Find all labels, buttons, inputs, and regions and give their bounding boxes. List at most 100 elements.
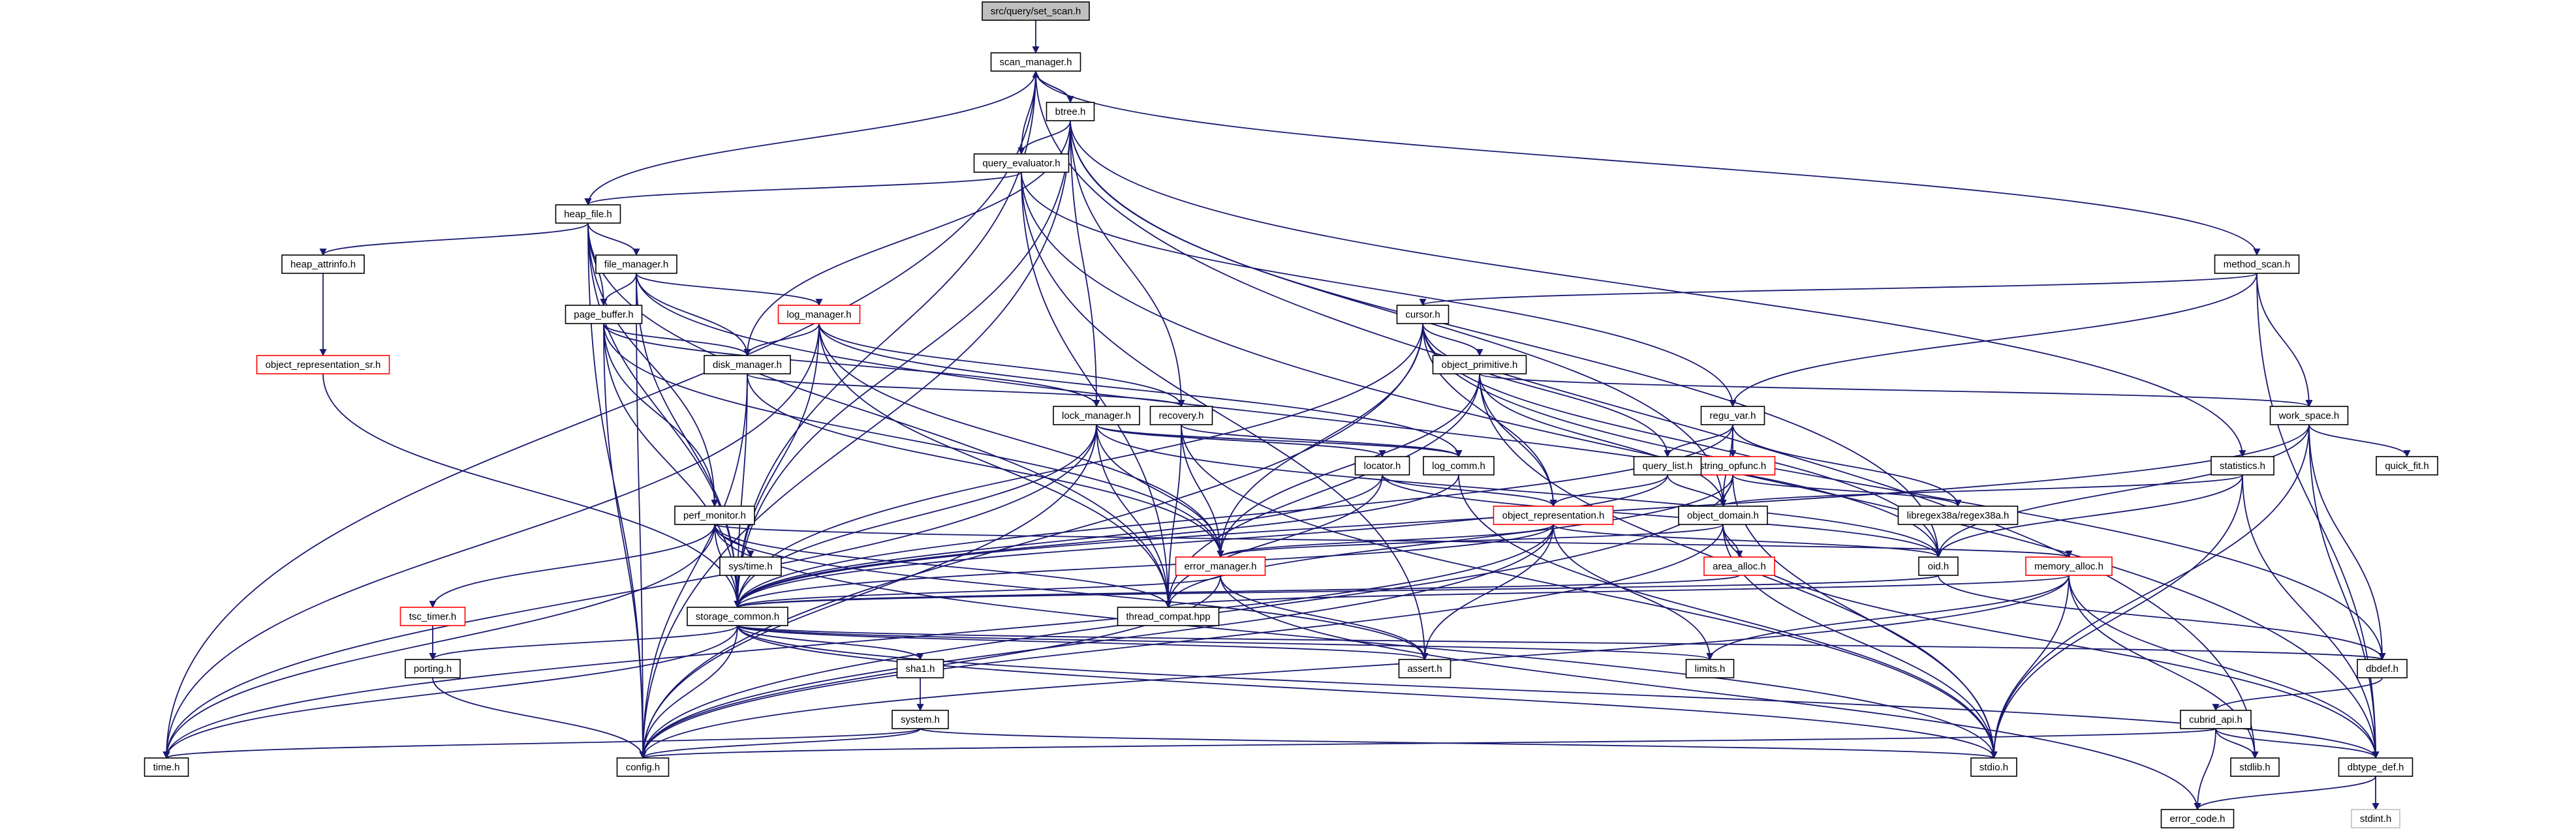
edge-object-primitive-to-object-domain [1479, 373, 1727, 507]
edge-scan-manager-to-heap-file [584, 70, 1036, 206]
node-heap-attrinfo[interactable]: heap_attrinfo.h [281, 254, 365, 274]
node-object-representation-sr[interactable]: object_representation_sr.h [256, 355, 390, 374]
edge-oid-to-storage-common [734, 575, 1939, 609]
edge-object-primitive-to-error-manager [1217, 373, 1480, 558]
node-object-domain[interactable]: object_domain.h [1678, 506, 1768, 525]
edge-object-representation-to-limits [1553, 524, 1714, 661]
node-error-code[interactable]: error_code.h [2160, 809, 2235, 828]
node-sys-time[interactable]: sys/time.h [719, 556, 782, 576]
node-heap-file[interactable]: heap_file.h [555, 204, 621, 224]
node-file-manager[interactable]: file_manager.h [595, 254, 677, 274]
edge-log-manager-to-disk-manager [743, 323, 820, 357]
node-box [405, 659, 461, 678]
node-stdint[interactable]: stdint.h [2351, 809, 2400, 828]
node-config[interactable]: config.h [616, 757, 670, 777]
edge-page-buffer-to-perf-monitor [603, 323, 719, 507]
edge-porting-to-config [432, 677, 647, 759]
edge-file-manager-to-page-buffer [600, 273, 637, 307]
edge-storage-common-to-time [163, 625, 738, 759]
node-log-comm[interactable]: log_comm.h [1423, 456, 1495, 476]
node-stdlib[interactable]: stdlib.h [2230, 757, 2280, 777]
node-statistics[interactable]: statistics.h [2211, 456, 2274, 476]
node-box [674, 506, 755, 525]
node-box [1423, 456, 1495, 476]
node-disk-manager[interactable]: disk_manager.h [704, 355, 791, 374]
node-label: libregex38a/regex38a.h [1907, 510, 2010, 521]
node-box [256, 355, 390, 374]
edge-object-primitive-to-work-space [1479, 373, 2312, 408]
node-query-list[interactable]: query_list.h [1633, 456, 1702, 476]
node-set-scan[interactable]: src/query/set_scan.h [982, 1, 1090, 21]
node-dbdef[interactable]: dbdef.h [2357, 659, 2408, 678]
edge-memory-alloc-to-stdlib [2068, 575, 2259, 759]
node-box [1493, 506, 1614, 525]
edge-page-buffer-to-config [603, 323, 647, 759]
node-quick-fit[interactable]: quick_fit.h [2376, 456, 2438, 476]
node-regu-var[interactable]: regu_var.h [1700, 406, 1765, 425]
node-perf-monitor[interactable]: perf_monitor.h [674, 506, 755, 525]
edge-page-buffer-to-storage-common [603, 323, 741, 609]
edge-memory-alloc-to-stdio [1990, 575, 2070, 759]
edge-btree-to-lock-manager [1070, 120, 1100, 408]
edge-storage-common-to-sha1 [737, 625, 924, 661]
node-porting[interactable]: porting.h [405, 659, 461, 678]
node-sha1[interactable]: sha1.h [896, 659, 944, 678]
node-query-evaluator[interactable]: query_evaluator.h [973, 153, 1070, 173]
node-lock-manager[interactable]: lock_manager.h [1053, 406, 1140, 425]
node-libregex38a[interactable]: libregex38a/regex38a.h [1897, 506, 2019, 525]
node-box [982, 1, 1090, 21]
node-string-opfunc[interactable]: string_opfunc.h [1690, 456, 1776, 476]
node-box [2376, 456, 2438, 476]
node-memory-alloc[interactable]: memory_alloc.h [2025, 556, 2113, 576]
edge-file-manager-to-log-manager [636, 273, 823, 307]
node-object-primitive[interactable]: object_primitive.h [1432, 355, 1527, 374]
node-time[interactable]: time.h [144, 757, 189, 777]
edge-method-scan-to-dbtype-def [2256, 273, 2380, 759]
edge-lock-manager-to-oid [1096, 424, 1942, 558]
node-cubrid-api[interactable]: cubrid_api.h [2180, 710, 2252, 729]
edge-storage-common-to-assert [737, 625, 1429, 661]
node-thread-compat[interactable]: thread_compat.hpp [1117, 607, 1220, 626]
node-system[interactable]: system.h [892, 710, 949, 729]
edge-memory-alloc-to-thread-compat [1165, 575, 2070, 609]
node-cursor[interactable]: cursor.h [1396, 305, 1450, 324]
edge-work-space-to-quick-fit [2308, 424, 2411, 458]
node-area-alloc[interactable]: area_alloc.h [1703, 556, 1775, 576]
node-box [2025, 556, 2113, 576]
node-log-manager[interactable]: log_manager.h [777, 305, 861, 324]
node-recovery[interactable]: recovery.h [1149, 406, 1213, 425]
node-btree[interactable]: btree.h [1046, 102, 1095, 121]
edge-btree-to-query-evaluator [1017, 120, 1071, 155]
node-scan-manager[interactable]: scan_manager.h [990, 52, 1081, 72]
node-locator[interactable]: locator.h [1354, 456, 1410, 476]
node-label: locator.h [1364, 461, 1401, 472]
node-assert[interactable]: assert.h [1398, 659, 1451, 678]
node-label: object_domain.h [1687, 510, 1759, 521]
node-oid[interactable]: oid.h [1918, 556, 1959, 576]
node-limits[interactable]: limits.h [1685, 659, 1735, 678]
node-stdio[interactable]: stdio.h [1970, 757, 2017, 777]
edge-page-buffer-to-disk-manager [603, 323, 751, 357]
node-work-space[interactable]: work_space.h [2269, 406, 2349, 425]
node-dbtype-def[interactable]: dbtype_def.h [2338, 757, 2413, 777]
edge-log-comm-to-storage-common [734, 474, 1459, 609]
node-method-scan[interactable]: method_scan.h [2214, 254, 2300, 274]
node-label: object_representation_sr.h [266, 359, 381, 371]
node-box [2230, 757, 2280, 777]
node-label: log_comm.h [1432, 461, 1485, 472]
edge-cursor-to-object-primitive [1422, 323, 1483, 357]
node-label: regu_var.h [1710, 410, 1756, 421]
edge-cursor-to-storage-common [734, 323, 1423, 609]
node-object-representation[interactable]: object_representation.h [1493, 506, 1614, 525]
node-tsc-timer[interactable]: tsc_timer.h [399, 607, 466, 626]
edge-disk-manager-to-error-manager [747, 373, 1224, 558]
node-label: string_opfunc.h [1699, 461, 1767, 472]
node-error-manager[interactable]: error_manager.h [1175, 556, 1266, 576]
node-storage-common[interactable]: storage_common.h [687, 607, 788, 626]
edge-cubrid-api-to-error-code [2194, 728, 2216, 811]
edge-locator-to-storage-common [734, 474, 1383, 609]
node-page-buffer[interactable]: page_buffer.h [565, 305, 643, 324]
edge-storage-common-to-limits [737, 625, 1713, 661]
node-label: sys/time.h [728, 561, 773, 572]
